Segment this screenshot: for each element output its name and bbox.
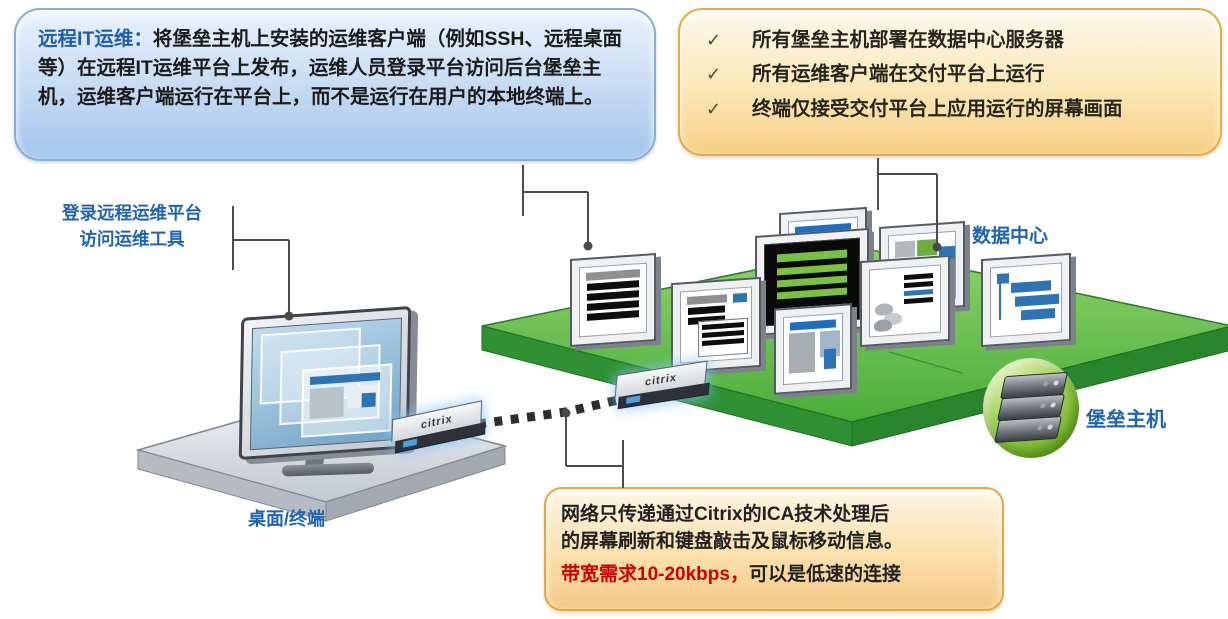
bandwidth-tail: 可以是低速的连接 — [748, 563, 901, 585]
bastion-host-icon — [983, 358, 1079, 458]
desktop-screen — [249, 317, 403, 451]
citrix-port — [626, 395, 641, 404]
checklist-item: ✓ 终端仅接受交付平台上应用运行的屏幕画面 — [706, 96, 1200, 122]
network-text-line1: 网络只传递通过Citrix的ICA技术处理后 — [561, 504, 890, 525]
label-login-line1: 登录远程运维平台 — [62, 203, 202, 223]
server-screen-layout — [774, 303, 852, 395]
checklist-item-text: 所有堡垒主机部署在数据中心服务器 — [752, 29, 1065, 51]
label-login-line2: 访问运维工具 — [79, 229, 185, 249]
desktop-monitor — [238, 305, 412, 461]
callout-remote-it-ops: 远程IT运维：将堡垒主机上安装的运维客户端（例如SSH、远程桌面等）在远程IT运… — [14, 8, 656, 161]
callout-checklist: ✓ 所有堡垒主机部署在数据中心服务器 ✓ 所有运维客户端在交付平台上运行 ✓ 终… — [678, 8, 1222, 156]
check-icon: ✓ — [706, 64, 722, 85]
network-text-line2: 的屏幕刷新和键盘敲击及鼠标移动信息。 — [561, 530, 904, 552]
checklist-item-text: 所有运维客户端在交付平台上运行 — [752, 63, 1045, 86]
citrix-appliance-platform: citrix — [614, 360, 710, 410]
label-desktop-terminal: 桌面/终端 — [248, 509, 326, 529]
ica-dotted-link — [477, 393, 620, 431]
server-screen-document — [570, 252, 656, 348]
callout-lead-text: 远程IT运维： — [38, 28, 153, 50]
check-icon: ✓ — [706, 30, 722, 50]
callout-body-text: 将堡垒主机上安装的运维客户端（例如SSH、远程桌面等）在远程IT运维平台上发布，… — [38, 28, 622, 108]
server-box-icon — [993, 415, 1063, 444]
callout-network: 网络只传递通过Citrix的ICA技术处理后 的屏幕刷新和键盘敲击及鼠标移动信息… — [544, 487, 1004, 611]
label-bastion-host: 堡垒主机 — [1086, 409, 1166, 431]
checklist-item-text: 终端仅接受交付平台上应用运行的屏幕画面 — [752, 97, 1123, 120]
bandwidth-highlight: 带宽需求10-20kbps， — [561, 563, 749, 585]
label-login-platform: 登录远程运维平台 访问运维工具 — [28, 200, 236, 252]
server-screen-database-diagram — [860, 254, 950, 348]
monitor-stand-base — [281, 462, 375, 477]
checklist-item: ✓ 所有运维客户端在交付平台上运行 — [706, 61, 1200, 87]
checklist-item: ✓ 所有堡垒主机部署在数据中心服务器 — [706, 27, 1200, 53]
check-icon: ✓ — [706, 98, 722, 119]
citrix-port — [403, 438, 417, 448]
server-screen-flowchart — [981, 252, 1071, 348]
network-text-line3: 带宽需求10-20kbps，可以是低速的连接 — [561, 562, 987, 589]
label-data-center: 数据中心 — [972, 226, 1049, 247]
server-screen-documents-stacked — [671, 276, 761, 374]
